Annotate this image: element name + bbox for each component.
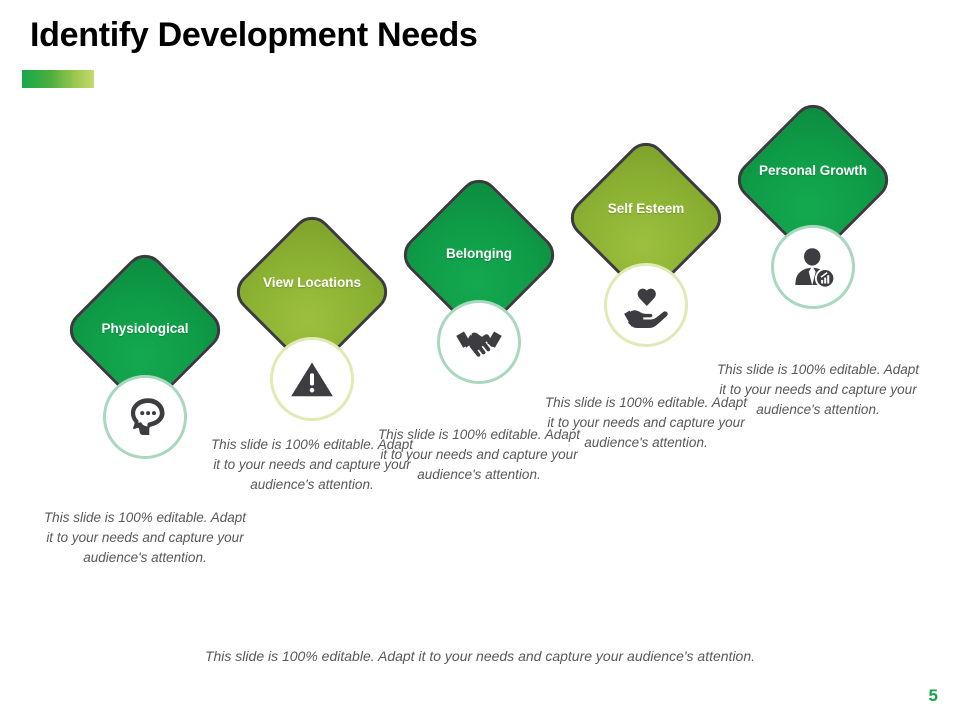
footer-note: This slide is 100% editable. Adapt it to… <box>204 648 756 664</box>
step-description-physiological: This slide is 100% editable. Adapt it to… <box>43 510 247 565</box>
step-icon-bubble-belonging[interactable] <box>437 300 521 384</box>
step-description-self-esteem: This slide is 100% editable. Adapt it to… <box>544 395 748 450</box>
handshake-icon <box>453 316 505 368</box>
step-icon-bubble-personal-growth[interactable] <box>771 225 855 309</box>
page-number: 5 <box>928 686 938 705</box>
head-thought-bubble-icon <box>120 392 170 442</box>
step-description-view-locations: This slide is 100% editable. Adapt it to… <box>210 437 414 492</box>
person-chart-badge-icon <box>788 242 838 292</box>
warning-triangle-icon <box>289 356 335 402</box>
step-description-belonging: This slide is 100% editable. Adapt it to… <box>377 427 581 482</box>
step-icon-bubble-self-esteem[interactable] <box>604 263 688 347</box>
step-icon-bubble-physiological[interactable] <box>103 375 187 459</box>
step-icon-bubble-view-locations[interactable] <box>270 337 354 421</box>
title-accent-bar <box>22 70 94 88</box>
step-description-personal-growth: This slide is 100% editable. Adapt it to… <box>716 362 920 417</box>
hand-holding-heart-icon <box>621 280 671 330</box>
page-title: Identify Development Needs <box>30 16 478 54</box>
